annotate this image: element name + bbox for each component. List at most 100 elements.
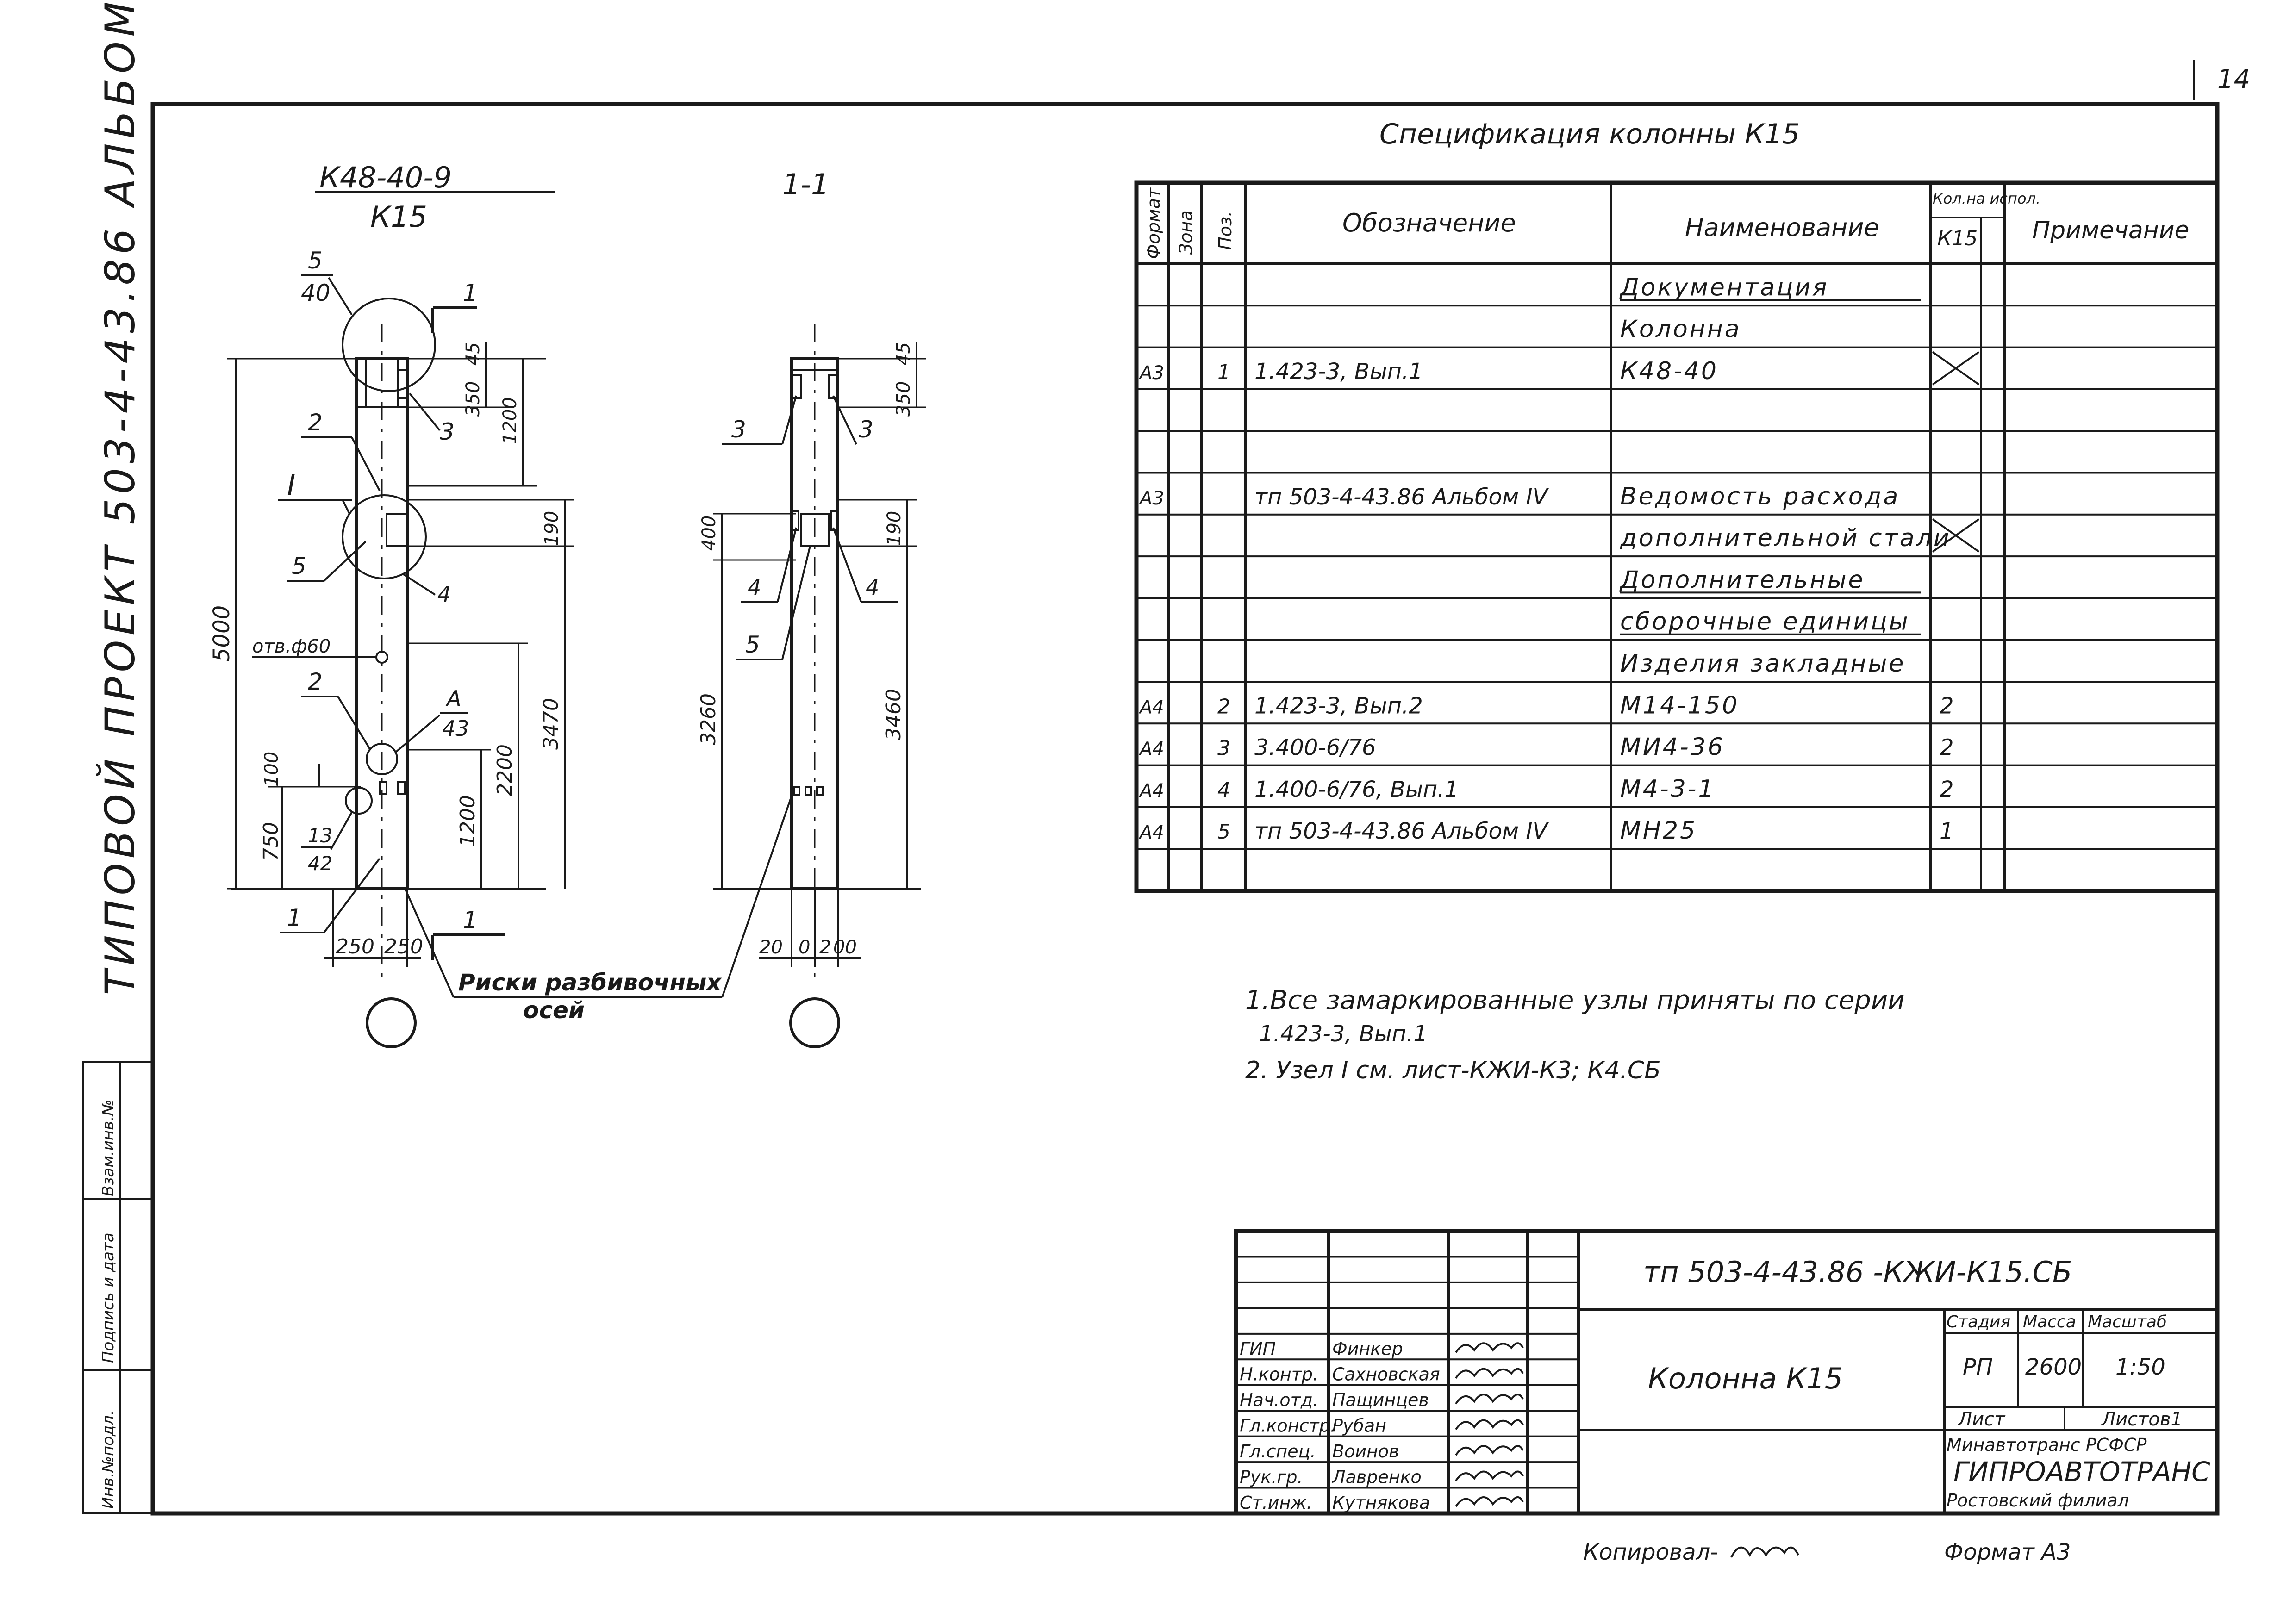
- label-pos-3: 3: [440, 418, 455, 445]
- spec-header-designation: Обозначение: [1342, 208, 1516, 237]
- spec-cell-designation: 1.423-3, Вып.2: [1254, 693, 1423, 719]
- person-role: Ст.инж.: [1240, 1493, 1312, 1513]
- person-role: Н.контр.: [1240, 1364, 1318, 1385]
- spec-cell-qty: 2: [1940, 777, 1954, 803]
- spec-cell-format: А4: [1138, 822, 1164, 843]
- title-stage: РП: [1963, 1354, 1993, 1380]
- dim-250-right: 250: [384, 935, 423, 958]
- title-scale-label: Масштаб: [2088, 1313, 2167, 1332]
- dim-100: 100: [261, 752, 282, 787]
- spec-cell-pos: 5: [1217, 820, 1230, 844]
- spec-cell-format: А3: [1138, 488, 1164, 509]
- spec-cell-qty: 1: [1940, 818, 1954, 844]
- spec-cell-pos: 4: [1217, 778, 1230, 802]
- title-mass-label: Масса: [2023, 1313, 2076, 1332]
- signature-mark: [1455, 1368, 1524, 1379]
- title-org1: Минавтотранс РСФСР: [1947, 1435, 2146, 1455]
- signatures: [1455, 1342, 1524, 1507]
- title-scale: 1:50: [2115, 1354, 2165, 1380]
- label-pos-4-left: 4: [437, 582, 451, 607]
- spec-header-name: Наименование: [1685, 213, 1879, 242]
- signature-mark: [1455, 1496, 1524, 1507]
- column-subtitle: К15: [370, 200, 427, 234]
- spec-header-zone: Зона: [1176, 210, 1196, 255]
- dim-1200-top: 1200: [499, 397, 521, 444]
- label-pos-4-sec-left: 4: [748, 575, 761, 600]
- spec-cell-name: МИ4-36: [1620, 734, 1725, 761]
- spec-cell-designation: 1.400-6/76, Вып.1: [1254, 777, 1459, 803]
- axis-bubble-right: [789, 997, 840, 1048]
- note-1-ref: 1.423-3, Вып.1: [1259, 1021, 1428, 1047]
- spec-cell-designation: 3.400-6/76: [1254, 735, 1376, 761]
- title-block: тп 503-4-43.86 -КЖИ-К15.СБ Колонна К15 С…: [1234, 1229, 2220, 1516]
- person-name: Рубан: [1332, 1416, 1386, 1436]
- spec-cell-qty: 2: [1940, 735, 1954, 761]
- label-node-5: 5: [292, 553, 306, 579]
- column-elevation: К48-40-9 К15 5 40 1 1 2 3: [209, 161, 722, 1048]
- title-sheet-label: Лист: [1957, 1409, 2006, 1430]
- risk-note-line1: Риски разбивочных: [458, 969, 722, 996]
- spec-cell-name: М14-150: [1620, 691, 1739, 719]
- spec-header-qty: Кол.на испол.: [1933, 190, 2040, 207]
- spec-cell-pos: 3: [1217, 737, 1230, 760]
- label-node-A: А: [445, 686, 461, 711]
- title-mass: 2600: [2025, 1354, 2082, 1380]
- person-role: ГИП: [1240, 1338, 1276, 1359]
- dim-350: 350: [462, 381, 484, 417]
- spec-header-note: Примечание: [2032, 217, 2190, 244]
- person-name: Кутнякова: [1332, 1493, 1430, 1513]
- stamp-sign: Подпись и дата: [99, 1232, 118, 1363]
- spec-cell-format: А4: [1138, 780, 1164, 802]
- person-name: Воинов: [1332, 1441, 1399, 1462]
- label-pos-5: 5: [745, 631, 760, 658]
- dim-s45: 45: [893, 342, 914, 366]
- section-label-bottom: 1: [463, 907, 478, 933]
- spec-title: Спецификация колонны К15: [1379, 118, 1800, 150]
- dim-s0: 0: [799, 937, 810, 958]
- spec-header-qty-sub: К15: [1937, 227, 1978, 250]
- label-node-13: 13: [308, 824, 332, 847]
- person-name: Лавренко: [1331, 1467, 1422, 1487]
- axis-bubble-left: [366, 997, 417, 1048]
- note-1: 1.Все замаркированные узлы приняты по се…: [1245, 985, 1905, 1015]
- signature-mark: [1455, 1470, 1524, 1481]
- spec-cell-name: Дополнительные: [1619, 566, 1865, 594]
- label-pos-2-top: 2: [308, 409, 323, 436]
- spec-cell-designation: тп 503-4-43.86 Альбом IV: [1254, 818, 1549, 844]
- spec-cell-format: А4: [1138, 739, 1164, 760]
- signature-mark: [1455, 1419, 1524, 1430]
- dim-s20: 20: [759, 937, 783, 958]
- notes: 1.Все замаркированные узлы приняты по се…: [1245, 985, 1905, 1084]
- dim-s3460: 3460: [882, 689, 905, 740]
- spec-cell-name: М4-3-1: [1620, 775, 1716, 803]
- label-pos-3-right: 3: [859, 416, 873, 443]
- person-name: Финкер: [1332, 1338, 1403, 1359]
- spec-header-pos: Поз.: [1215, 211, 1235, 250]
- title-org2: ГИПРОАВТОТРАНС: [1953, 1456, 2210, 1487]
- spec-cell-pos: 1: [1217, 361, 1230, 384]
- label-hole: отв.ф60: [252, 636, 331, 657]
- title-name: Колонна К15: [1648, 1362, 1843, 1395]
- node-circle-top: [342, 298, 436, 392]
- node-circle-I: [342, 494, 427, 579]
- person-role: Рук.гр.: [1240, 1467, 1303, 1487]
- column-title: К48-40-9: [319, 161, 452, 194]
- spec-cell-qty: 2: [1940, 693, 1954, 719]
- stamp-inv: Инв.№подл.: [99, 1410, 118, 1509]
- dim-2200: 2200: [493, 744, 517, 796]
- dim-s190: 190: [884, 511, 905, 546]
- label-node-top: 5: [308, 247, 323, 274]
- dim-3470: 3470: [539, 698, 563, 750]
- label-node-I: I: [287, 468, 295, 502]
- dim-750: 750: [259, 822, 283, 861]
- label-pos-3-left: 3: [731, 416, 746, 443]
- spec-cell-name: сборочные единицы: [1620, 608, 1910, 636]
- section-label-top: 1: [463, 280, 478, 306]
- person-role: Гл.спец.: [1240, 1441, 1316, 1462]
- spec-cell-name: Документация: [1619, 274, 1828, 301]
- spec-cell-name: Изделия закладные: [1620, 650, 1905, 678]
- sheet-number: 14: [2217, 64, 2250, 94]
